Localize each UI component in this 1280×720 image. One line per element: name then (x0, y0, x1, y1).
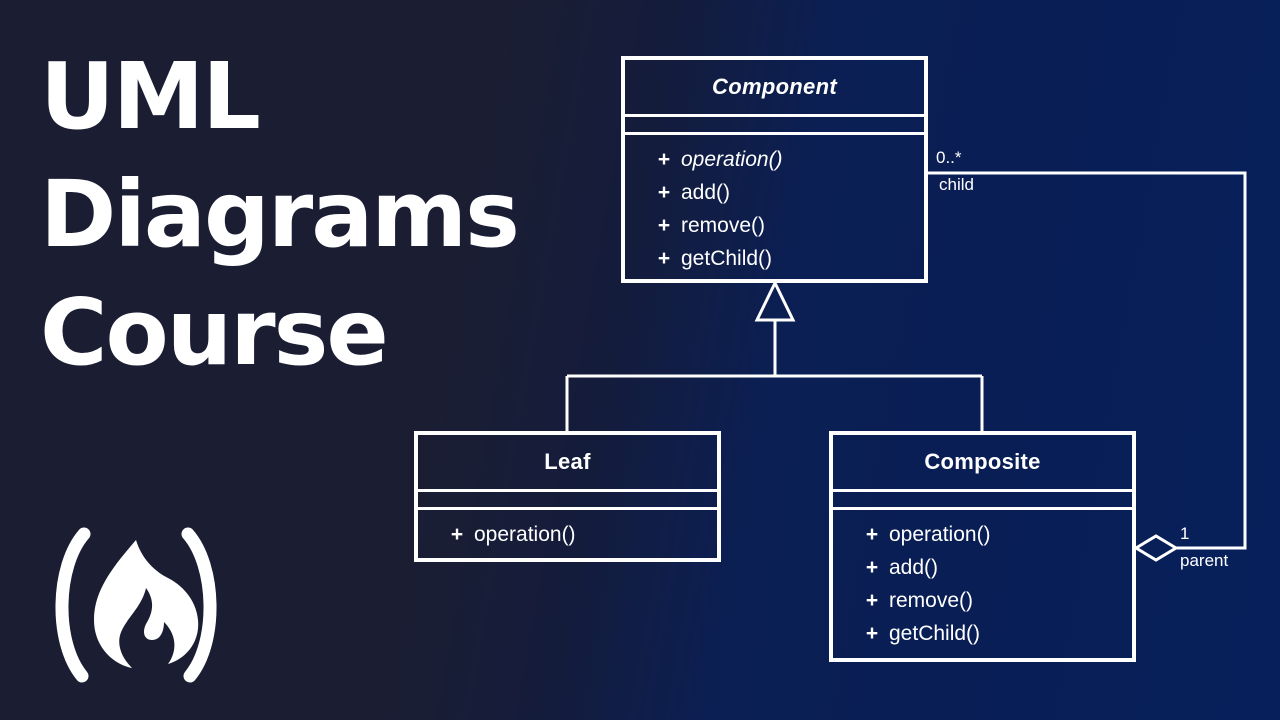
visibility-marker: + (865, 556, 879, 579)
operation-signature: operation() (474, 523, 576, 546)
visibility-marker: + (657, 214, 671, 237)
uml-operations-band: + operation() + add() + remove() + getCh… (625, 135, 924, 275)
title-line-2: Diagrams (40, 161, 520, 268)
association-child-multiplicity: 0..* (936, 148, 962, 167)
uml-operation-row: + add() (855, 551, 1132, 584)
uml-operation-row: + add() (647, 176, 924, 209)
operation-signature: add() (889, 556, 939, 579)
visibility-marker: + (865, 622, 879, 645)
uml-attributes-band (418, 492, 717, 510)
association-parent-role: parent (1180, 551, 1229, 570)
uml-operation-row: + remove() (647, 209, 924, 242)
visibility-marker: + (657, 247, 671, 270)
operation-signature: getChild() (889, 622, 981, 645)
uml-operation-row: + getChild() (647, 242, 924, 275)
operation-signature: remove() (889, 589, 974, 612)
visibility-marker: + (657, 181, 671, 204)
uml-class-composite[interactable]: Composite + operation() + add() + remove… (829, 431, 1136, 662)
uml-operation-row: + remove() (855, 584, 1132, 617)
operation-signature: operation() (681, 148, 783, 171)
uml-operation-row: + getChild() (855, 617, 1132, 650)
uml-class-name-band: Component (625, 60, 924, 117)
hollow-triangle-arrowhead (754, 279, 796, 322)
uml-class-name: Composite (924, 449, 1041, 474)
operation-signature: operation() (889, 523, 991, 546)
visibility-marker: + (657, 148, 671, 171)
uml-class-name-band: Composite (833, 435, 1132, 492)
uml-class-name: Leaf (544, 449, 591, 474)
operation-signature: add() (681, 181, 731, 204)
freecodecamp-flame-logo (55, 527, 217, 683)
visibility-marker: + (450, 523, 464, 546)
title-line-3: Course (40, 279, 389, 386)
uml-attributes-band (625, 117, 924, 135)
uml-operation-row: + operation() (855, 518, 1132, 551)
title-line-1: UML (40, 43, 261, 150)
association-parent-multiplicity: 1 (1180, 524, 1190, 543)
uml-class-leaf[interactable]: Leaf + operation() (414, 431, 721, 562)
uml-class-name-band: Leaf (418, 435, 717, 492)
hollow-diamond-arrowhead (1133, 534, 1179, 562)
generalization-edges (565, 279, 984, 431)
visibility-marker: + (865, 523, 879, 546)
uml-operation-row: + operation() (440, 518, 717, 551)
visibility-marker: + (865, 589, 879, 612)
operation-signature: remove() (681, 214, 766, 237)
uml-class-name: Component (712, 74, 837, 99)
association-child-role: child (939, 175, 974, 194)
page-title: UML Diagrams Course (40, 38, 580, 392)
uml-operations-band: + operation() + add() + remove() + getCh… (833, 510, 1132, 650)
uml-class-component[interactable]: Component + operation() + add() + remove… (621, 56, 928, 283)
uml-attributes-band (833, 492, 1132, 510)
operation-signature: getChild() (681, 247, 773, 270)
uml-operations-band: + operation() (418, 510, 717, 551)
uml-operation-row: + operation() (647, 143, 924, 176)
